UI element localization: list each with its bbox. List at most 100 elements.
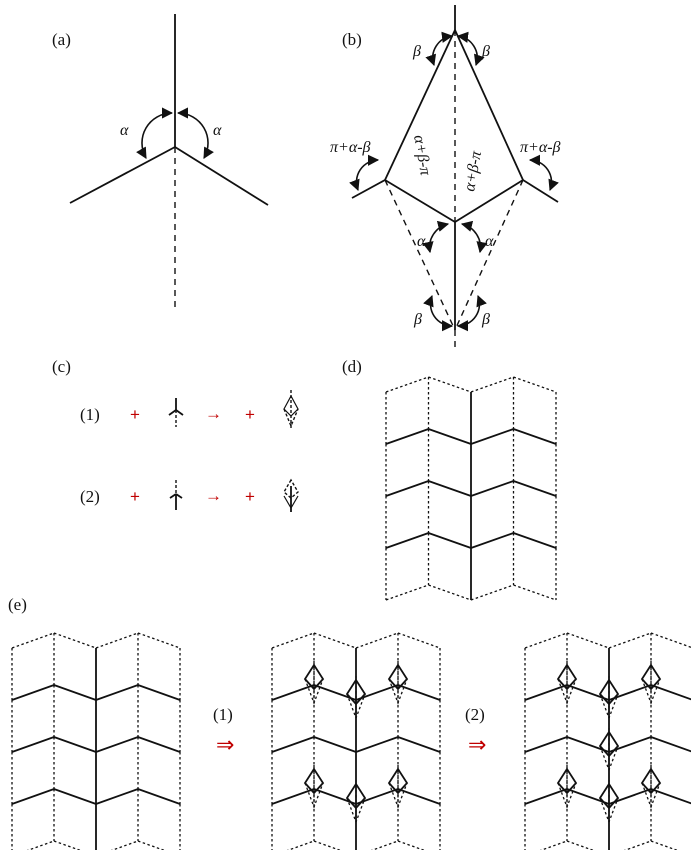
crease-horizontal bbox=[11, 736, 55, 753]
crease-horizontal bbox=[385, 376, 429, 393]
diamond-insertion bbox=[598, 730, 620, 758]
c-row2-symbol-diamond bbox=[283, 478, 299, 512]
beta-bottom-right: β bbox=[481, 311, 490, 328]
crease-horizontal bbox=[137, 788, 181, 805]
panel-a: (a) α α bbox=[52, 14, 269, 308]
diamond-insertion bbox=[556, 663, 578, 691]
crease-horizontal bbox=[95, 736, 139, 753]
c-row1-label: (1) bbox=[80, 405, 100, 424]
arc-beta-bottom-right bbox=[456, 294, 487, 332]
arc-beta-top-left bbox=[425, 31, 454, 67]
crease-horizontal bbox=[271, 684, 315, 701]
crease-horizontal bbox=[397, 736, 441, 753]
crease-horizontal bbox=[53, 788, 97, 805]
alpha-left: α bbox=[417, 233, 426, 250]
crease-horizontal bbox=[385, 428, 429, 445]
e-step2-arrow: ⇒ bbox=[468, 732, 486, 757]
diamond-insertion bbox=[598, 782, 620, 810]
crease-horizontal bbox=[428, 532, 472, 549]
crease-horizontal bbox=[470, 480, 514, 497]
crease-horizontal bbox=[313, 736, 357, 753]
crease-horizontal bbox=[385, 584, 429, 601]
panel-b: (b) β β π+α-β π+α-β α+β-π α+β-π α α β β bbox=[330, 5, 561, 352]
crease-horizontal bbox=[397, 788, 441, 805]
crease-horizontal bbox=[428, 584, 472, 601]
crease-horizontal bbox=[53, 684, 97, 701]
crease-horizontal bbox=[650, 736, 691, 753]
crease-horizontal bbox=[397, 840, 426, 850]
c-row2-plus-left: + bbox=[130, 487, 140, 506]
crease-horizontal bbox=[470, 532, 514, 549]
inner-angle-right: α+β-π bbox=[461, 149, 485, 193]
crease-horizontal bbox=[355, 736, 399, 753]
crease-horizontal bbox=[470, 376, 514, 393]
beta-top-right: β bbox=[481, 43, 490, 60]
crease-horizontal bbox=[623, 840, 652, 850]
e-step1-label: (1) bbox=[213, 705, 233, 724]
crease-horizontal bbox=[95, 632, 139, 649]
crease-horizontal bbox=[428, 428, 472, 445]
angle-label-right: α bbox=[213, 122, 222, 139]
crease-horizontal bbox=[539, 840, 568, 850]
angle-label-left: α bbox=[120, 122, 129, 139]
crease-horizontal bbox=[110, 840, 139, 850]
panel-c: (c) (1) + → + (2) + → + bbox=[52, 357, 299, 512]
crease-horizontal bbox=[513, 532, 557, 549]
e-step1-arrow: ⇒ bbox=[216, 732, 234, 757]
diamond-insertion bbox=[303, 663, 325, 691]
crease-horizontal bbox=[428, 480, 472, 497]
crease-horizontal bbox=[137, 632, 181, 649]
panel-c-label: (c) bbox=[52, 357, 71, 376]
crease-horizontal bbox=[470, 428, 514, 445]
panel-e-label: (e) bbox=[8, 595, 27, 614]
outer-angle-left: π+α-β bbox=[330, 139, 371, 156]
b-lower-dashed-right bbox=[454, 179, 524, 331]
crease-horizontal bbox=[11, 632, 55, 649]
diamond-insertion bbox=[303, 767, 325, 795]
crease-horizontal bbox=[608, 632, 652, 649]
diamond-insertion bbox=[640, 767, 662, 795]
crease-horizontal bbox=[650, 632, 691, 648]
crease-horizontal bbox=[313, 840, 342, 850]
crease-horizontal bbox=[428, 376, 472, 393]
vertex-a-right-crease bbox=[174, 146, 269, 206]
arc-beta-top-right bbox=[456, 31, 485, 67]
c-row1-plus-right: + bbox=[245, 405, 255, 424]
crease-horizontal bbox=[650, 684, 691, 701]
pattern-e-step2 bbox=[524, 632, 691, 850]
c-row1-arrow: → bbox=[205, 404, 222, 423]
crease-horizontal bbox=[53, 840, 82, 850]
crease-horizontal bbox=[11, 788, 55, 805]
diamond-insertion bbox=[345, 678, 367, 706]
crease-horizontal bbox=[137, 840, 166, 850]
alpha-right: α bbox=[485, 233, 494, 250]
crease-horizontal bbox=[513, 480, 557, 497]
panel-d-label: (d) bbox=[342, 357, 362, 376]
crease-horizontal bbox=[313, 632, 357, 649]
crease-horizontal bbox=[650, 840, 679, 850]
arc-outer-left bbox=[349, 154, 380, 192]
crease-horizontal bbox=[137, 736, 181, 753]
crease-horizontal bbox=[513, 584, 557, 601]
c-row2-plus-right: + bbox=[245, 487, 255, 506]
inner-angle-left: α+β-π bbox=[410, 134, 434, 178]
crease-horizontal bbox=[271, 736, 315, 753]
crease-horizontal bbox=[524, 684, 568, 701]
c-row2-label: (2) bbox=[80, 487, 100, 506]
angle-arc-left bbox=[136, 107, 174, 159]
diamond-insertion bbox=[556, 767, 578, 795]
vertex-a-left-crease bbox=[69, 146, 176, 204]
c-row1-plus-left: + bbox=[130, 405, 140, 424]
b-right-inner bbox=[454, 179, 524, 223]
c-row2-symbol-vertex bbox=[169, 480, 183, 510]
crease-horizontal bbox=[95, 684, 139, 701]
c-row2-arrow: → bbox=[205, 486, 222, 505]
panel-b-label: (b) bbox=[342, 30, 362, 49]
crease-horizontal bbox=[566, 840, 595, 850]
c-row1-symbol-vertex bbox=[168, 398, 184, 427]
crease-horizontal bbox=[397, 632, 441, 649]
crease-horizontal bbox=[524, 632, 568, 649]
beta-top-left: β bbox=[412, 43, 421, 60]
crease-horizontal bbox=[53, 736, 97, 753]
diamond-insertion bbox=[387, 663, 409, 691]
